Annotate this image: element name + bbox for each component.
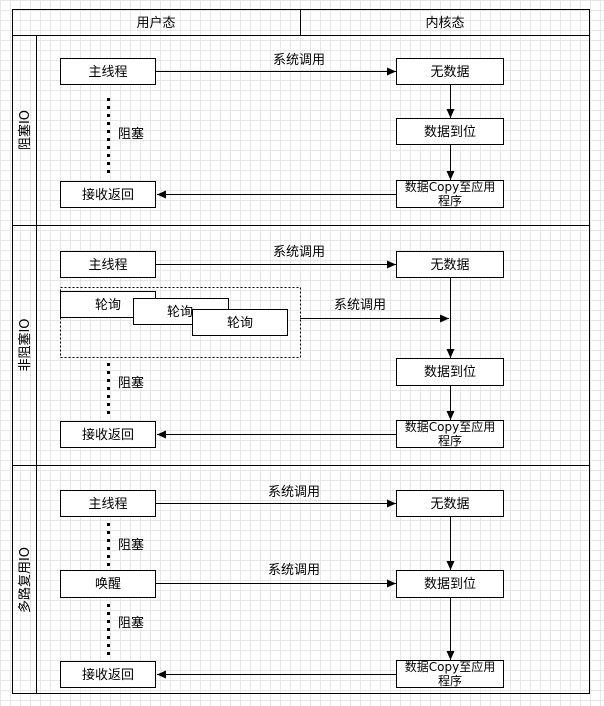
nonblocking-data-ready-label: 数据到位 [424, 365, 476, 380]
poll-label-2: 轮询 [167, 305, 193, 320]
nonblocking-data-copy-box [396, 420, 504, 448]
nonblocking-data-copy-label-2: 程序 [438, 433, 462, 448]
blocking-receive-label: 接收返回 [82, 187, 134, 203]
multiplex-data-ready-box [396, 570, 504, 598]
blocking-data-ready-box [396, 118, 504, 145]
multiplex-data-ready-label: 数据到位 [424, 577, 476, 592]
nonblocking-syscall-label-1: 系统调用 [273, 245, 325, 260]
blocking-syscall-label: 系统调用 [273, 53, 325, 68]
nonblocking-main-thread-label: 主线程 [88, 258, 127, 273]
nonblocking-data-copy-label-1: 数据Copy至应用 [405, 419, 495, 434]
user-mode-header: 用户态 [136, 15, 175, 31]
lane-title-blocking: 阻塞IO [17, 110, 33, 150]
blocking-data-copy-label-1: 数据Copy至应用 [405, 179, 495, 194]
nonblocking-no-data-label: 无数据 [430, 258, 469, 273]
multiplex-receive-box [60, 661, 156, 688]
nonblocking-main-thread-box [60, 251, 156, 278]
multiplex-no-data-box [396, 490, 504, 517]
blocking-data-copy-label-2: 程序 [438, 193, 462, 208]
nonblocking-block-label: 阻塞 [118, 375, 144, 391]
poll-label-3: 轮询 [227, 316, 253, 331]
nonblocking-no-data-box [396, 251, 504, 278]
nonblocking-receive-box [60, 421, 156, 448]
multiplex-wake-label: 唤醒 [95, 577, 121, 592]
lane-title-multiplexing: 多路复用IO [17, 547, 33, 613]
poll-box-3 [192, 309, 288, 336]
multiplex-main-thread-label: 主线程 [88, 497, 127, 512]
poll-label-1: 轮询 [95, 298, 121, 313]
blocking-no-data-label: 无数据 [430, 65, 469, 80]
nonblocking-data-ready-box [396, 358, 504, 386]
lanes-frame [12, 35, 590, 694]
nonblocking-receive-label: 接收返回 [82, 427, 134, 443]
multiplex-wake-box [60, 570, 156, 598]
blocking-receive-box [60, 181, 156, 208]
polling-group-frame [60, 287, 301, 358]
blocking-data-copy-box [396, 180, 504, 208]
blocking-main-thread-label: 主线程 [88, 65, 127, 80]
multiplex-data-copy-label-1: 数据Copy至应用 [405, 659, 495, 674]
blocking-main-thread-box [60, 58, 156, 85]
multiplex-block-label-1: 阻塞 [118, 537, 144, 553]
multiplex-receive-label: 接收返回 [82, 667, 134, 683]
nonblocking-syscall-label-2: 系统调用 [334, 298, 386, 313]
multiplex-data-copy-box [396, 660, 504, 688]
blocking-block-label: 阻塞 [118, 126, 144, 142]
kernel-mode-header: 内核态 [425, 15, 464, 31]
lane-title-non-blocking: 非阻塞IO [17, 318, 33, 371]
multiplex-data-copy-label-2: 程序 [438, 673, 462, 688]
blocking-no-data-box [396, 58, 504, 85]
multiplex-syscall-label-2: 系统调用 [268, 563, 320, 578]
blocking-data-ready-label: 数据到位 [424, 125, 476, 140]
multiplex-block-label-2: 阻塞 [118, 615, 144, 631]
multiplex-main-thread-box [60, 490, 156, 517]
multiplex-syscall-label-1: 系统调用 [268, 485, 320, 500]
multiplex-no-data-label: 无数据 [430, 497, 469, 512]
